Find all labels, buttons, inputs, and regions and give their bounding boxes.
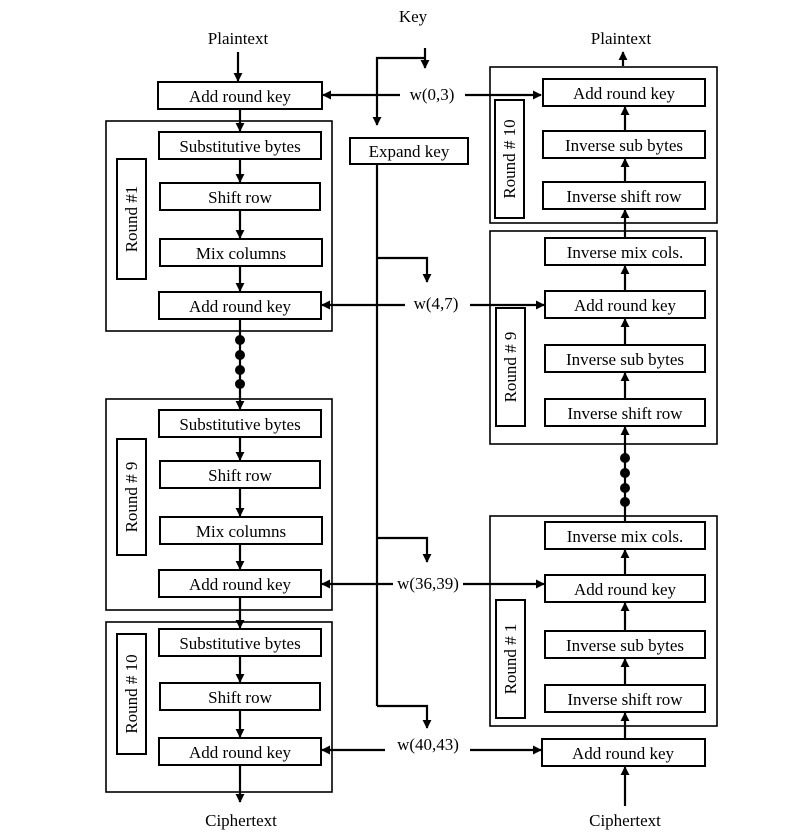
enc-plaintext-label: Plaintext bbox=[208, 29, 269, 48]
dec-round-1-label-box bbox=[495, 599, 526, 719]
enc-r10-step-2: Shift row bbox=[159, 682, 321, 711]
svg-text:Add round key: Add round key bbox=[189, 87, 291, 106]
enc-r9-step-3: Mix columns bbox=[159, 516, 323, 545]
dec-r10-step-1: Add round key bbox=[542, 78, 706, 107]
dec-round-9-label-box bbox=[495, 307, 526, 427]
svg-text:Inverse sub bytes: Inverse sub bytes bbox=[565, 136, 683, 155]
key-word-1: w(4,7) bbox=[414, 294, 459, 313]
svg-text:Inverse sub bytes: Inverse sub bytes bbox=[566, 350, 684, 369]
svg-text:Substitutive bytes: Substitutive bytes bbox=[179, 634, 300, 653]
enc-round-1-label: Round #1 bbox=[122, 186, 141, 253]
dec-round-10-label-box bbox=[494, 99, 525, 219]
dec-r9-step-1: Inverse mix cols. bbox=[544, 237, 706, 266]
svg-text:Inverse mix cols.: Inverse mix cols. bbox=[567, 243, 684, 262]
key-label: Key bbox=[399, 7, 428, 26]
enc-round-10-frame bbox=[105, 621, 333, 793]
enc-r9-step-2: Shift row bbox=[159, 460, 321, 489]
enc-round-1-label-box bbox=[116, 158, 147, 280]
dec-ellipsis bbox=[620, 453, 630, 507]
enc-round-10-label: Round # 10 bbox=[122, 654, 141, 733]
svg-text:Shift row: Shift row bbox=[208, 688, 272, 707]
svg-text:Shift row: Shift row bbox=[208, 188, 272, 207]
svg-text:Add round key: Add round key bbox=[574, 580, 676, 599]
expand-key-label: Expand key bbox=[369, 142, 450, 161]
enc-r9-step-4: Add round key bbox=[158, 569, 322, 598]
dec-round-10-frame bbox=[489, 66, 718, 224]
dec-r1-step-2: Add round key bbox=[544, 574, 706, 603]
dec-r10-step-3: Inverse shift row bbox=[542, 181, 706, 210]
svg-text:Inverse mix cols.: Inverse mix cols. bbox=[567, 527, 684, 546]
svg-text:Add round key: Add round key bbox=[572, 744, 674, 763]
svg-text:Shift row: Shift row bbox=[208, 466, 272, 485]
enc-round-1-frame bbox=[105, 120, 333, 332]
enc-round-10-label-box bbox=[116, 633, 147, 755]
enc-round-9-label-box bbox=[116, 438, 147, 556]
dec-plaintext-label: Plaintext bbox=[591, 29, 652, 48]
enc-r10-step-1: Substitutive bytes bbox=[158, 628, 322, 657]
dec-initial-add-round-key: Add round key bbox=[541, 738, 706, 767]
svg-text:Mix columns: Mix columns bbox=[196, 244, 286, 263]
svg-text:Substitutive bytes: Substitutive bytes bbox=[179, 137, 300, 156]
enc-ciphertext-label: Ciphertext bbox=[205, 811, 277, 830]
dec-r10-step-2: Inverse sub bytes bbox=[542, 130, 706, 159]
enc-r1-step-4: Add round key bbox=[158, 291, 322, 320]
enc-r1-step-1: Substitutive bytes bbox=[158, 131, 322, 160]
key-word-2: w(36,39) bbox=[397, 574, 459, 593]
svg-text:Add round key: Add round key bbox=[189, 297, 291, 316]
enc-r10-step-3: Add round key bbox=[158, 737, 322, 766]
dec-r1-step-3: Inverse sub bytes bbox=[544, 630, 706, 659]
enc-r1-step-2: Shift row bbox=[159, 182, 321, 211]
dec-round-1-frame bbox=[489, 515, 718, 727]
enc-r1-step-3: Mix columns bbox=[159, 238, 323, 267]
dec-ciphertext-label: Ciphertext bbox=[589, 811, 661, 830]
dec-r9-step-3: Inverse sub bytes bbox=[544, 344, 706, 373]
svg-text:Add round key: Add round key bbox=[189, 743, 291, 762]
dec-r9-step-2: Add round key bbox=[544, 290, 706, 319]
dec-round-9-frame bbox=[489, 230, 718, 445]
svg-text:Substitutive bytes: Substitutive bytes bbox=[179, 415, 300, 434]
svg-text:Mix columns: Mix columns bbox=[196, 522, 286, 541]
svg-text:Add round key: Add round key bbox=[573, 84, 675, 103]
enc-round-9-frame bbox=[105, 398, 333, 611]
enc-initial-add-round-key: Add round key bbox=[157, 81, 323, 110]
svg-text:Inverse shift row: Inverse shift row bbox=[567, 690, 683, 709]
enc-round-9-label: Round # 9 bbox=[122, 462, 141, 533]
dec-round-9-label: Round # 9 bbox=[501, 332, 520, 403]
dec-round-10-label: Round # 10 bbox=[500, 119, 519, 198]
svg-text:Inverse shift row: Inverse shift row bbox=[567, 404, 683, 423]
svg-text:Inverse sub bytes: Inverse sub bytes bbox=[566, 636, 684, 655]
expand-key-box: Expand key bbox=[349, 137, 469, 165]
key-word-0: w(0,3) bbox=[410, 85, 455, 104]
dec-round-1-label: Round # 1 bbox=[501, 624, 520, 695]
svg-text:Add round key: Add round key bbox=[189, 575, 291, 594]
dec-r1-step-1: Inverse mix cols. bbox=[544, 521, 706, 550]
dec-r1-step-4: Inverse shift row bbox=[544, 684, 706, 713]
key-word-3: w(40,43) bbox=[397, 735, 459, 754]
svg-text:Add round key: Add round key bbox=[574, 296, 676, 315]
enc-r9-step-1: Substitutive bytes bbox=[158, 409, 322, 438]
svg-text:Inverse shift row: Inverse shift row bbox=[566, 187, 682, 206]
dec-r9-step-4: Inverse shift row bbox=[544, 398, 706, 427]
enc-ellipsis bbox=[235, 335, 245, 389]
